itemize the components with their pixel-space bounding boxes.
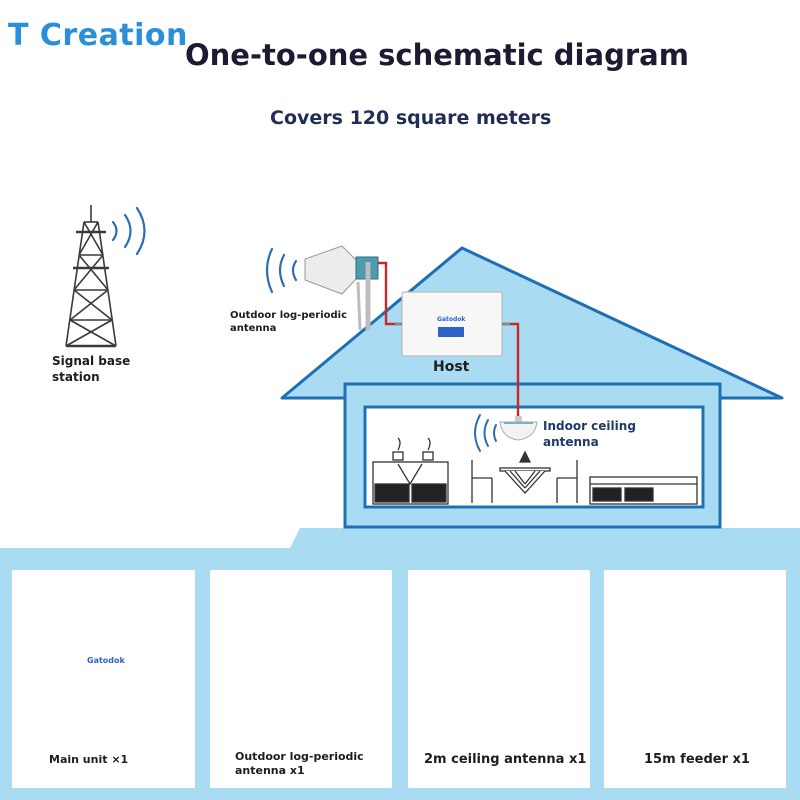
host-device [395, 291, 510, 357]
indoor-antenna-waves-icon [474, 414, 497, 452]
product-card-outdoor-antenna: Outdoor log-periodic antenna x1 [210, 570, 392, 788]
indoor-ceiling-antenna-icon [499, 416, 538, 441]
product-label-outdoor-antenna: Outdoor log-periodic antenna x1 [235, 750, 364, 777]
brand-logo: T Creation [8, 18, 188, 53]
indoor-antenna-label: Indoor ceiling antenna [543, 419, 636, 449]
interior-furniture [372, 437, 698, 505]
feeder-cable [378, 261, 520, 419]
product-card-ceiling-antenna: 2m ceiling antenna x1 [408, 570, 590, 788]
host-label: Host [433, 359, 470, 375]
outdoor-antenna-label: Outdoor log-periodic antenna [230, 310, 348, 334]
page-title: One-to-one schematic diagram [185, 38, 689, 72]
main-unit-brand-text: Gatodok [87, 656, 125, 665]
signal-tower-icon [65, 205, 117, 348]
product-card-main-unit: Main unit ×1 [12, 570, 195, 788]
bottom-background [0, 528, 800, 800]
product-label-ceiling-antenna: 2m ceiling antenna x1 [424, 752, 587, 767]
page-subtitle: Covers 120 square meters [270, 107, 552, 129]
host-brand-text: Gatodok [437, 316, 466, 323]
product-label-feeder: 15m feeder x1 [644, 752, 750, 767]
product-card-feeder: 15m feeder x1 [604, 570, 786, 788]
tower-signal-waves-icon [111, 206, 146, 256]
signal-station-label: Signal base station [52, 354, 131, 384]
outdoor-antenna-waves-icon [265, 247, 298, 294]
outdoor-antenna-icon [304, 245, 379, 331]
product-label-main-unit: Main unit ×1 [49, 753, 129, 766]
